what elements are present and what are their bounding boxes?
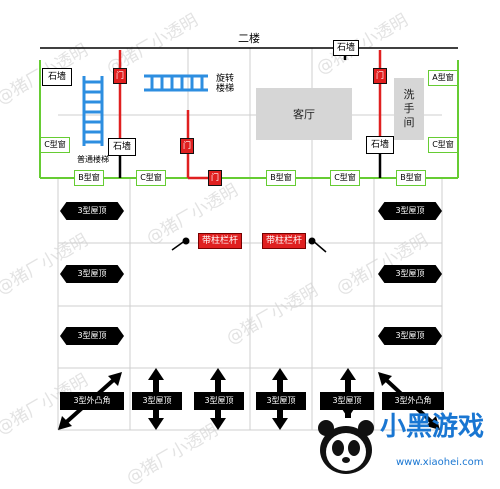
- window-b: B型窗: [396, 170, 426, 186]
- roof-3: 3型屋顶: [378, 327, 442, 345]
- window-c: C型窗: [330, 170, 360, 186]
- door: 门: [180, 138, 194, 154]
- stone-wall: 石墙: [42, 68, 72, 86]
- roof-3: 3型屋顶: [60, 327, 124, 345]
- corner-3: 3型外凸角: [382, 392, 444, 410]
- roof-3: 3型屋顶: [378, 202, 442, 220]
- window-c: C型窗: [40, 137, 70, 153]
- washroom-char: 洗: [403, 88, 415, 101]
- railing: 带柱栏杆: [198, 233, 242, 249]
- logo-text: 小黑游戏: [380, 412, 485, 442]
- spiral-stairs-label: 旋转 楼梯: [216, 74, 235, 94]
- roof-3: 3型屋顶: [194, 392, 244, 410]
- stone-wall: 石墙: [108, 138, 136, 156]
- door: 门: [113, 68, 127, 84]
- washroom-char: 间: [403, 116, 415, 129]
- living-room: 客厅: [256, 88, 352, 140]
- washroom-char: 手: [403, 102, 415, 115]
- railing: 带柱栏杆: [262, 233, 306, 249]
- door: 门: [373, 68, 387, 84]
- roof-3: 3型屋顶: [132, 392, 182, 410]
- window-b: B型窗: [266, 170, 296, 186]
- site-logo: 小黑游戏 www.xiaohei.com: [300, 412, 500, 478]
- window-c: C型窗: [428, 137, 458, 153]
- logo-url: www.xiaohei.com: [396, 457, 484, 468]
- normal-stairs-icon: [82, 76, 104, 146]
- roof-3: 3型屋顶: [60, 202, 124, 220]
- door: 门: [208, 170, 222, 186]
- washroom: 洗 手 间: [394, 78, 424, 140]
- roof-3: 3型屋顶: [256, 392, 306, 410]
- window-c: C型窗: [136, 170, 166, 186]
- stone-wall: 石墙: [366, 136, 394, 154]
- window-a: A型窗: [428, 70, 458, 86]
- spiral-stairs-icon: [144, 74, 208, 92]
- panda-logo-icon: [318, 420, 374, 474]
- corner-3: 3型外凸角: [60, 392, 124, 410]
- stairs: [82, 74, 208, 146]
- floor-plan: @猪厂小透明 @猪厂小透明 @猪厂小透明 @猪厂小透明 @猪厂小透明 @猪厂小透…: [0, 11, 500, 489]
- normal-stairs-label: 普通楼梯: [77, 155, 109, 164]
- window-b: B型窗: [74, 170, 104, 186]
- roof-3: 3型屋顶: [320, 392, 374, 410]
- stone-wall: 石墙: [333, 40, 359, 56]
- roof-3: 3型屋顶: [60, 265, 124, 283]
- floor-title: 二楼: [238, 32, 260, 45]
- roof-3: 3型屋顶: [378, 265, 442, 283]
